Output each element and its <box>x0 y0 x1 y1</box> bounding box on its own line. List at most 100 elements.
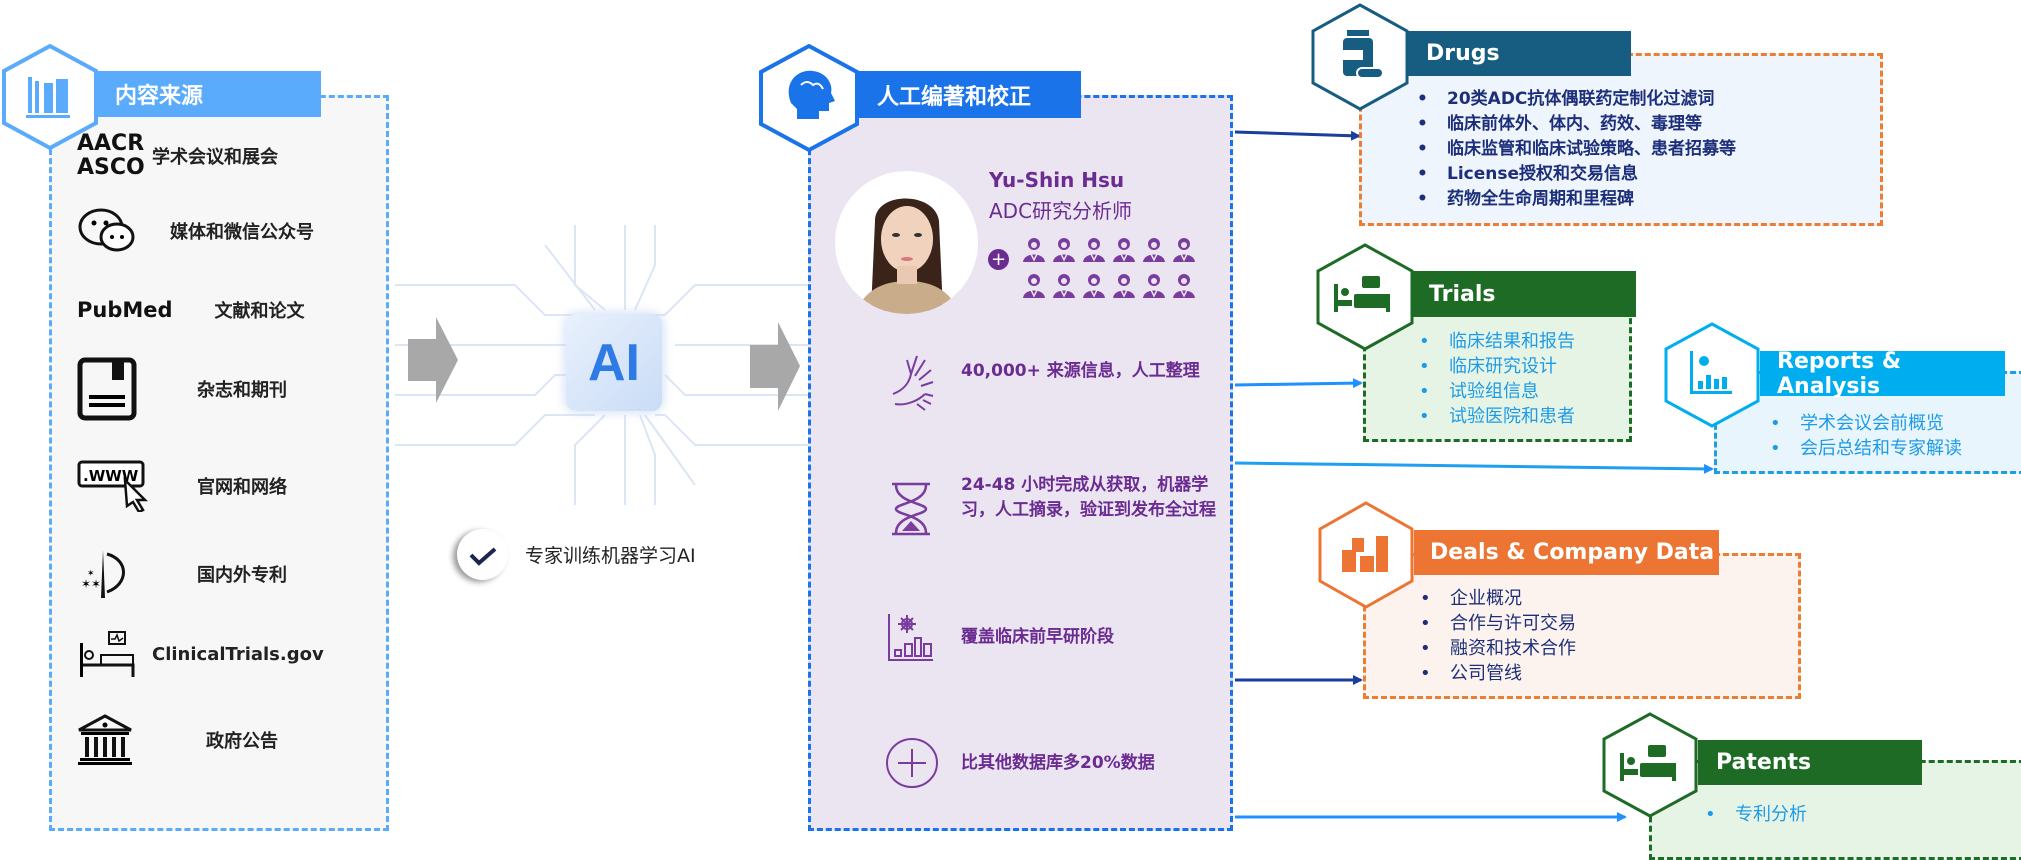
medicine-bottle-icon <box>1343 30 1384 79</box>
pubmed-logo: PubMed <box>77 298 173 322</box>
www-icon: .WWW <box>77 460 149 512</box>
trials-title-bar: Trials <box>1413 271 1636 317</box>
svg-text:✶✶: ✶✶ <box>81 577 101 591</box>
drugs-title-bar: Drugs <box>1408 31 1631 76</box>
source-item-web: .WWW 官网和网络 <box>77 456 327 516</box>
flow-arrow-to-ai <box>408 317 458 403</box>
hands-icon <box>892 355 934 411</box>
source-item-government: 政府公告 <box>77 710 327 770</box>
patents-title: Patents <box>1716 750 1812 775</box>
sources-hexagon <box>2 43 98 151</box>
deals-title: Deals & Company Data <box>1430 540 1715 565</box>
team-member-icon <box>1173 274 1195 298</box>
svg-text:✶: ✶ <box>87 569 95 579</box>
team-member-icon <box>1083 238 1105 262</box>
hospital-bed-icon <box>1620 745 1676 781</box>
curation-hexagon <box>759 43 859 153</box>
drugs-item: 药物全生命周期和里程碑 <box>1417 187 1736 212</box>
reports-hexagon <box>1664 322 1760 428</box>
source-item-wechat: 媒体和微信公众号 <box>77 201 327 261</box>
deals-title-bar: Deals & Company Data <box>1414 530 1719 575</box>
trials-item: 临床结果和报告 <box>1419 329 1575 354</box>
source-item-clinicaltrials: ClinicalTrials.gov <box>77 624 327 684</box>
trials-list: 临床结果和报告 临床研究设计 试验组信息 试验医院和患者 <box>1419 329 1575 429</box>
feature-text-more-data: 比其他数据库多20%数据 <box>961 753 1155 773</box>
team-member-icon <box>1143 238 1165 262</box>
checkmark-badge <box>457 529 508 580</box>
analyst-photo <box>835 171 978 314</box>
drugs-title: Drugs <box>1426 41 1500 66</box>
patents-title-bar: Patents <box>1698 740 1922 785</box>
deals-list: 企业概况 合作与许可交易 融资和技术合作 公司管线 <box>1420 586 1576 686</box>
deals-item: 企业概况 <box>1420 586 1576 611</box>
team-member-icon <box>1023 274 1045 298</box>
source-item-journal: 杂志和期刊 <box>77 357 327 421</box>
ai-caption: 专家训练机器学习AI <box>525 545 696 567</box>
feature-text-sources: 40,000+ 来源信息，人工整理 <box>961 361 1200 381</box>
arrow-to-drugs <box>1234 130 1361 141</box>
patents-hexagon <box>1602 712 1698 818</box>
arrow-to-trials <box>1234 378 1363 389</box>
ai-chip-label: AI <box>588 333 640 392</box>
source-item-pubmed: PubMed 文献和论文 <box>77 298 305 322</box>
reports-title: Reports & Analysis <box>1777 348 1902 399</box>
source-item-patents: ✶✶✶ 国内外专利 <box>77 544 327 604</box>
analyst-name: Yu-Shin Hsu <box>989 168 1125 192</box>
trials-item: 临床研究设计 <box>1419 354 1575 379</box>
curation-title: 人工编著和校正 <box>877 84 1032 110</box>
plus-circle-icon <box>886 738 938 788</box>
team-member-icon <box>1053 274 1075 298</box>
deals-hexagon <box>1318 501 1414 609</box>
flow-arrow-to-curation <box>750 322 800 411</box>
ai-chip: AI <box>566 314 662 411</box>
analyst-portrait <box>855 198 959 314</box>
hospital-bed-icon <box>1334 276 1390 312</box>
deals-item: 公司管线 <box>1420 661 1576 686</box>
trials-item: 试验组信息 <box>1419 379 1575 404</box>
journal-icon <box>77 357 137 421</box>
sources-title: 内容来源 <box>115 84 204 109</box>
team-member-icon <box>1113 274 1135 298</box>
team-member-icon <box>1023 238 1045 262</box>
drugs-list: 20类ADC抗体偶联药定制化过滤词 临床前体外、体内、药效、毒理等 临床监管和临… <box>1417 87 1736 212</box>
analyst-team-grid <box>1022 236 1202 298</box>
patent-office-icon: ✶✶✶ <box>81 550 125 598</box>
trials-item: 试验医院和患者 <box>1419 404 1575 429</box>
company-buildings-icon <box>1342 536 1388 572</box>
deals-item: 合作与许可交易 <box>1420 611 1576 636</box>
analyst-role: ADC研究分析师 <box>989 199 1133 223</box>
trials-hexagon <box>1316 243 1414 351</box>
research-chart-icon <box>888 614 933 661</box>
feature-text-speed: 24-48 小时完成从获取，机器学习，人工摘录，验证到发布全过程 <box>961 475 1216 520</box>
analysis-chart-icon <box>1690 351 1732 394</box>
deals-item: 融资和技术合作 <box>1420 636 1576 661</box>
circuit-background <box>395 225 815 505</box>
drugs-item: 20类ADC抗体偶联药定制化过滤词 <box>1417 87 1736 112</box>
wechat-icon <box>78 208 135 252</box>
reports-item: 会后总结和专家解读 <box>1770 436 1962 461</box>
trials-title: Trials <box>1429 281 1496 307</box>
team-member-icon <box>1173 238 1195 262</box>
drugs-item: 临床前体外、体内、药效、毒理等 <box>1417 112 1736 137</box>
sources-title-bar: 内容来源 <box>97 71 321 117</box>
drugs-item: License授权和交易信息 <box>1417 162 1736 187</box>
feature-text-coverage: 覆盖临床前早研阶段 <box>961 627 1114 647</box>
reports-list: 学术会议会前概览 会后总结和专家解读 <box>1770 411 1962 461</box>
library-books-icon <box>26 77 70 118</box>
reports-item: 学术会议会前概览 <box>1770 411 1962 436</box>
patents-item: 专利分析 <box>1705 802 1807 827</box>
team-member-icon <box>1053 238 1075 262</box>
brain-head-icon <box>788 70 835 119</box>
svg-text:.WWW: .WWW <box>83 467 139 485</box>
hospital-bed-icon <box>80 631 135 677</box>
team-plus-icon: + <box>988 249 1009 270</box>
team-member-icon <box>1113 238 1135 262</box>
checkmark-icon <box>469 547 497 566</box>
arrow-to-reports <box>1234 461 1714 474</box>
drugs-item: 临床监管和临床试验策略、患者招募等 <box>1417 137 1736 162</box>
hourglass-icon <box>892 482 930 536</box>
team-member-icon <box>1143 274 1165 298</box>
patents-list: 专利分析 <box>1705 802 1807 827</box>
